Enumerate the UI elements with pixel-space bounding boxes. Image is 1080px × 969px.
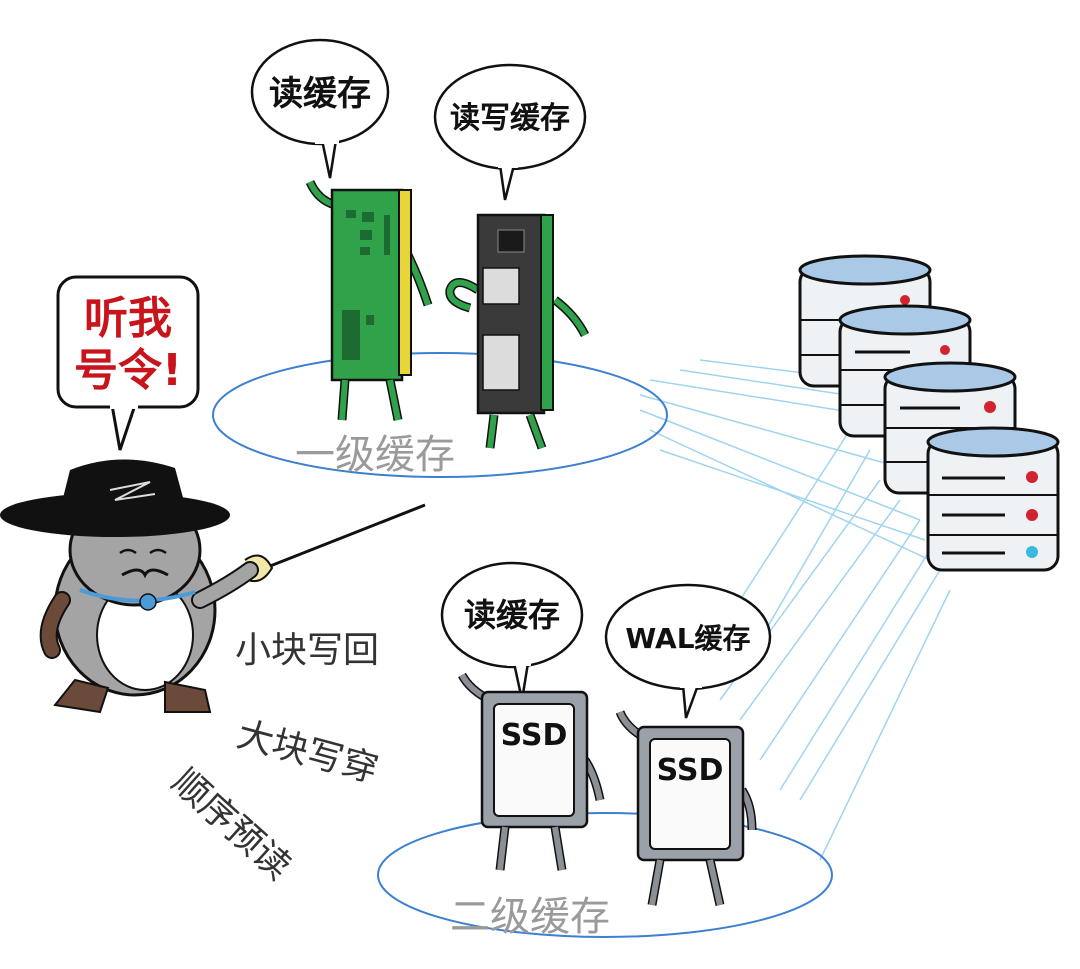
command-line-2: 号令!	[74, 345, 182, 396]
tier1-label: 一级缓存	[295, 432, 455, 478]
policy-sequential-prefetch: 顺序预读	[164, 761, 298, 888]
policy-small-writeback: 小块写回	[235, 630, 379, 671]
ram-module-icon	[445, 213, 590, 450]
tier1-left-bubble: 读缓存	[250, 38, 390, 179]
command-bubble: 听我 号令!	[56, 275, 200, 451]
command-line-1: 听我	[84, 293, 172, 344]
tier1-platform	[212, 352, 668, 478]
tier2-platform	[377, 812, 833, 938]
tier2-right-bubble-text: WAL缓存	[625, 622, 750, 655]
ssd-drive-icon: SSD	[615, 710, 757, 906]
server-stack-icon	[798, 254, 1060, 572]
tier2-left-bubble: 读缓存	[440, 561, 584, 701]
ssd-label: SSD	[501, 718, 568, 753]
data-beams	[639, 359, 951, 861]
tier2-left-bubble-text: 读缓存	[464, 596, 560, 634]
tier2-label: 二级缓存	[450, 894, 610, 940]
ram-module-icon	[305, 180, 433, 421]
tier1-left-bubble-text: 读缓存	[269, 74, 371, 114]
policy-large-writethrough: 大块写穿	[233, 714, 383, 791]
tier2-right-bubble: WAL缓存	[604, 583, 772, 719]
tier1-right-bubble: 读写缓存	[433, 63, 587, 201]
ssd-label: SSD	[657, 753, 724, 788]
tier1-right-bubble-text: 读写缓存	[450, 101, 570, 136]
cat-swordsman-icon	[0, 459, 426, 714]
ssd-drive-icon: SSD	[458, 672, 605, 871]
